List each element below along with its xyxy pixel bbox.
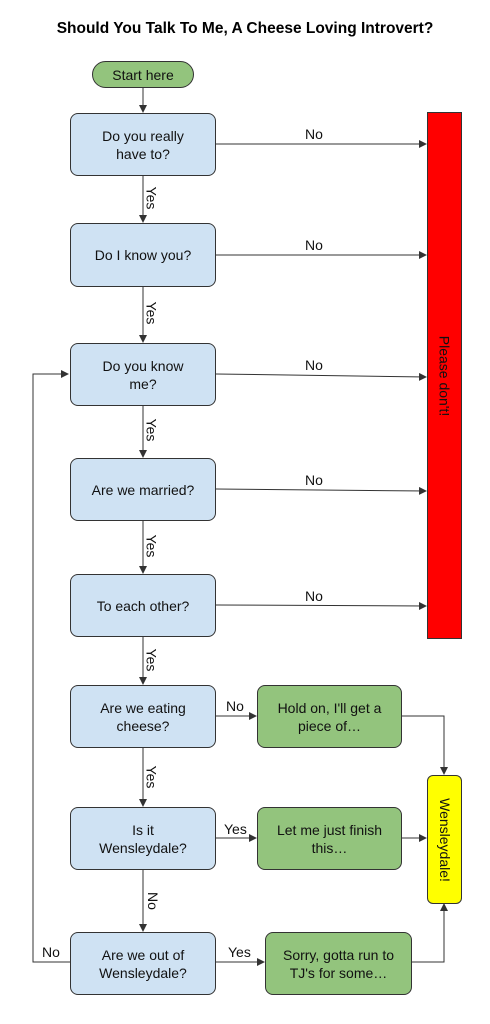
please-dont-bar: Please don't! [427,112,462,639]
arrow-q3-no [215,372,427,381]
wensleydale-label: Wensleydale! [436,797,453,882]
arrow-sorry-wensleydale [412,903,448,963]
edge-label-yes-3: Yes [143,418,160,442]
edge-label-yes-4: Yes [143,534,160,558]
question-to-each-other: To each other? [70,574,216,637]
action-sorry-gotta-run: Sorry, gotta run to TJ's for some… [265,932,412,995]
edge-label-yes-2: Yes [143,301,160,325]
edge-label-no-4: No [303,472,325,488]
question-is-it-wensleydale: Is it Wensleydale? [70,807,216,870]
arrow-holdon-wensleydale [402,715,448,775]
question-do-you-know-me: Do you know me? [70,343,216,406]
edge-label-no-3: No [303,357,325,373]
question-do-i-know-you: Do I know you? [70,223,216,287]
edge-label-yes-q8: Yes [226,944,253,960]
wensleydale-goal: Wensleydale! [427,775,462,904]
diagram-title: Should You Talk To Me, A Cheese Loving I… [56,20,434,37]
question-are-we-married: Are we married? [70,458,216,521]
question-eating-cheese: Are we eating cheese? [70,685,216,748]
arrow-q4-no [215,486,427,495]
question-really-have-to: Do you really have to? [70,113,216,176]
action-finish-this: Let me just finish this… [257,807,402,870]
start-node: Start here [92,61,194,88]
arrow-q5-no [215,601,427,610]
edge-label-no-1: No [303,126,325,142]
edge-label-no-6: No [224,698,246,714]
edge-label-yes-6: Yes [143,765,160,789]
please-dont-label: Please don't! [436,335,453,416]
edge-label-no-vertical: No [144,892,161,910]
edge-label-no-5: No [303,588,325,604]
arrow-q8-loop-q3 [32,370,70,963]
edge-label-yes-q7: Yes [222,821,249,837]
edge-label-yes-1: Yes [143,186,160,210]
edge-label-no-loop: No [40,944,62,960]
edge-label-no-2: No [303,237,325,253]
question-out-of-wensleydale: Are we out of Wensleydale? [70,932,216,995]
edge-label-yes-5: Yes [143,648,160,672]
action-hold-on: Hold on, I'll get a piece of… [257,685,402,748]
